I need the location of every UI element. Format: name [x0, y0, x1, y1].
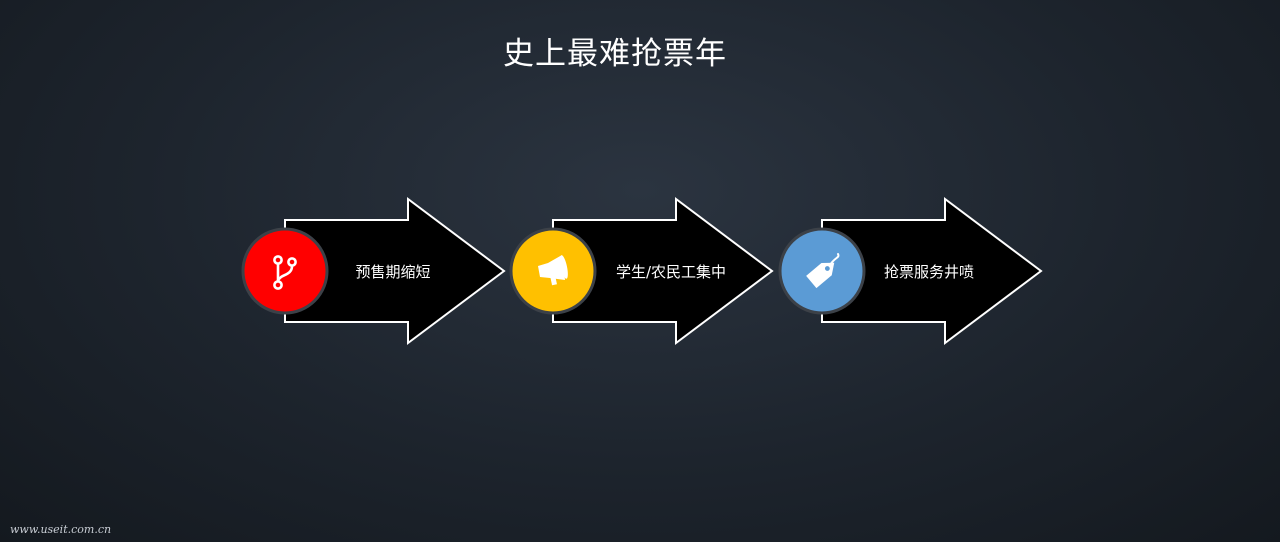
step-icon-circle — [241, 227, 329, 315]
watermark: www.useit.com.cn — [10, 523, 112, 536]
process-step-2: 学生/农民工集中 — [509, 197, 774, 345]
step-arrow — [552, 197, 774, 345]
tag-icon — [806, 253, 840, 289]
step-label: 预售期缩短 — [355, 263, 430, 281]
branch-icon — [273, 255, 297, 290]
step-label: 抢票服务井喷 — [884, 263, 974, 281]
process-step-1: 预售期缩短 — [241, 197, 506, 345]
megaphone-icon — [538, 255, 568, 286]
step-arrow — [284, 197, 506, 345]
step-label: 学生/农民工集中 — [616, 263, 726, 281]
slide-title: 史上最难抢票年 — [503, 36, 727, 72]
step-arrow — [821, 197, 1043, 345]
process-step-3: 抢票服务井喷 — [778, 197, 1043, 345]
